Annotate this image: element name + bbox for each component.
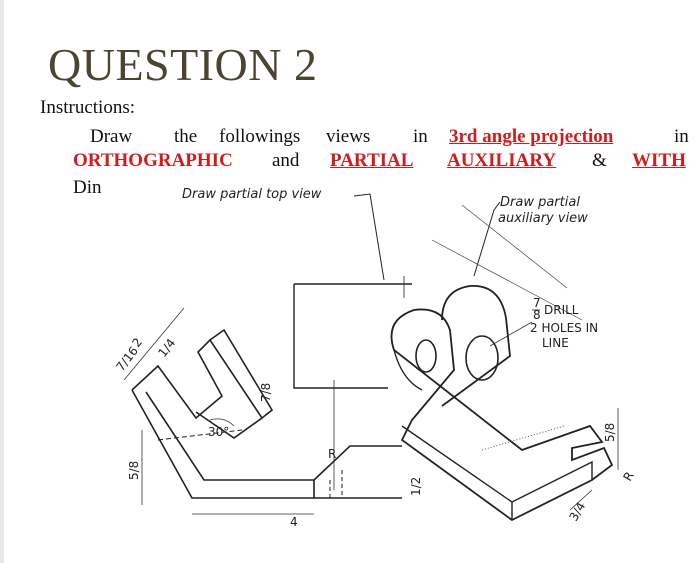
isometric-lug-back (441, 285, 511, 407)
v-part-base (313, 445, 402, 499)
dim-line (569, 489, 593, 511)
word-in-2: in (674, 126, 689, 147)
word-and: and (272, 150, 300, 171)
projection-line (431, 239, 583, 321)
dim-30-deg: 30° (208, 425, 229, 439)
dim-7-16: 7/16 (113, 344, 141, 374)
drill-hole-back (465, 335, 499, 381)
isometric-base-edges (401, 425, 593, 520)
dim-right-5-8: 5/8 (603, 423, 617, 442)
instructions-label: Instructions: (40, 97, 135, 118)
partial: PARTIAL (330, 150, 414, 171)
leader-aux (473, 201, 501, 277)
instruction-line-1: Draw the followings views in 3rd angle p… (0, 126, 700, 148)
dim-line (123, 307, 185, 381)
instruction-line-2: ORTHOGRAPHIC and PARTIAL AUXILIARY & WIT… (0, 150, 700, 172)
angle-arc (209, 418, 235, 427)
drill-frac-num: 7 (533, 296, 541, 310)
orthographic: ORTHOGRAPHIC (73, 150, 233, 171)
v-part-outline (131, 338, 315, 499)
third-angle-projection: 3rd angle projection (449, 126, 614, 147)
leader-top-view (353, 193, 385, 281)
v-part-arm (209, 328, 274, 419)
base-shading (481, 425, 565, 451)
drill-note: DRILL (544, 303, 579, 317)
word-in: in (413, 126, 428, 147)
dim-1-2: 1/2 (409, 477, 423, 496)
auxiliary: AUXILIARY (447, 150, 557, 171)
word-the: the (174, 126, 198, 147)
dim-radius: R (328, 447, 336, 461)
leader-drill (489, 321, 533, 347)
dim-7-8: 7/8 (259, 383, 273, 402)
engineering-drawing: Draw partial top view Draw partial auxil… (102, 180, 650, 540)
instruction-line-3: Din (73, 177, 102, 198)
dim-4-1-16: 4 (290, 515, 298, 529)
slide-title: QUESTION 2 (48, 39, 318, 90)
line-note: LINE (542, 336, 569, 350)
label-aux-2: auxiliary view (498, 211, 588, 226)
drill-frac-den: 8 (533, 308, 541, 322)
label-aux-1: Draw partial (500, 195, 580, 210)
isometric-lug-front (393, 349, 423, 391)
word-views: views (326, 126, 371, 147)
top-view-outline (293, 283, 412, 389)
dim-quarter: 1/4 (155, 336, 178, 360)
isometric-part-outline (390, 308, 614, 522)
projection-line (461, 204, 568, 289)
drill-hole-front (415, 339, 437, 373)
dim-right-r: R (620, 469, 636, 483)
label-top-view: Draw partial top view (182, 187, 322, 202)
holes-note: 2 HOLES IN (530, 321, 598, 335)
hidden-line (157, 429, 243, 441)
ampersand: & (592, 150, 607, 171)
dim-5-8: 5/8 (127, 461, 141, 480)
word-followings: followings (219, 126, 301, 147)
with: WITH (632, 150, 686, 171)
word-draw: Draw (90, 126, 133, 147)
